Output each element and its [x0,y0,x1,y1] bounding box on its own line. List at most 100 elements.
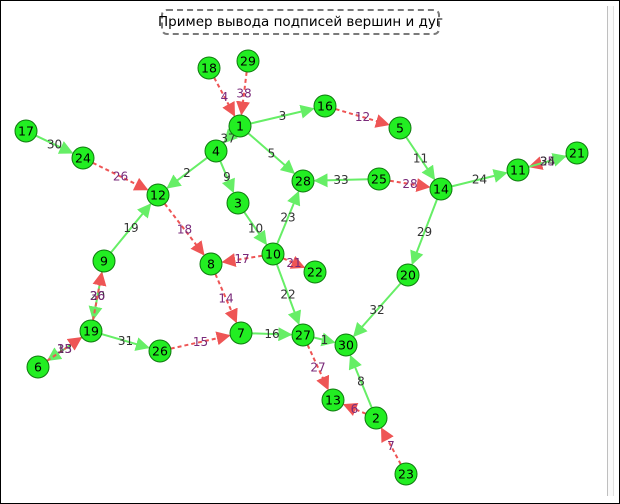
node-circle[interactable] [321,388,345,412]
node-circle[interactable] [429,177,453,201]
edge-label: 20 [90,289,105,303]
node-circle[interactable] [394,462,418,486]
edge-label: 9 [223,170,231,184]
graph-node-22[interactable]: 22 [303,260,327,284]
edge-2-30 [348,354,373,409]
graph-node-16[interactable]: 16 [313,94,337,118]
edge-label: 6 [351,402,359,416]
node-label: 18 [201,61,217,76]
graph-node-3[interactable]: 3 [226,191,250,215]
edge-label: 14 [218,292,233,306]
edge-label: 10 [248,222,263,236]
node-circle[interactable] [367,167,391,191]
node-circle[interactable] [79,319,103,343]
graph-node-14[interactable]: 14 [429,177,453,201]
edge-25-28 [313,173,369,188]
node-circle[interactable] [26,355,50,379]
graph-node-23[interactable]: 23 [394,462,418,486]
graph-node-5[interactable]: 5 [388,116,412,140]
node-circle[interactable] [226,191,250,215]
graph-node-4[interactable]: 4 [204,139,228,163]
node-circle[interactable] [148,339,172,363]
node-circle[interactable] [236,49,260,73]
edge-11-21 [528,153,567,168]
graph-node-30[interactable]: 30 [334,333,358,357]
graph-node-26[interactable]: 26 [148,339,172,363]
node-circle[interactable] [364,406,388,430]
graph-node-7[interactable]: 7 [229,321,253,345]
graph-node-17[interactable]: 17 [14,119,38,143]
edge-label: 25 [540,155,555,169]
node-circle[interactable] [261,242,285,266]
graph-node-28[interactable]: 28 [291,169,315,193]
edge-label: 26 [113,170,128,184]
node-circle[interactable] [92,249,116,273]
edge-label: 19 [123,221,138,235]
node-label: 12 [150,188,166,203]
vertical-scrollbar[interactable] [607,6,614,496]
edge-1-28 [247,132,296,175]
graph-node-20[interactable]: 20 [396,263,420,287]
graph-node-24[interactable]: 24 [71,146,95,170]
graph-node-21[interactable]: 21 [565,141,589,165]
edge-label: 35 [57,342,72,356]
graph-node-18[interactable]: 18 [197,56,221,80]
edge-3-10 [243,211,268,246]
edge-label: 27 [310,361,325,375]
node-label: 3 [234,196,242,211]
edge-label: 28 [402,177,417,191]
node-label: 7 [237,326,245,341]
graph-node-12[interactable]: 12 [146,183,170,207]
node-circle[interactable] [14,119,38,143]
node-circle[interactable] [197,56,221,80]
node-circle[interactable] [565,141,589,165]
node-label: 13 [325,393,341,408]
graph-node-9[interactable]: 9 [92,249,116,273]
node-circle[interactable] [313,94,337,118]
edge-1-4 [223,128,239,144]
edge-labels-layer: 2345678910111213141517181920212223242526… [47,87,555,454]
node-circle[interactable] [506,158,530,182]
graph-node-13[interactable]: 13 [321,388,345,412]
edge-12-8 [163,203,205,256]
node-circle[interactable] [228,114,252,138]
node-circle[interactable] [291,169,315,193]
node-label: 28 [295,174,311,189]
node-circle[interactable] [396,263,420,287]
graph-node-29[interactable]: 29 [236,49,260,73]
graph-node-10[interactable]: 10 [261,242,285,266]
edge-10-27 [275,263,302,326]
graph-node-2[interactable]: 2 [364,406,388,430]
node-label: 21 [569,146,585,161]
edge-label: 16 [264,327,279,341]
node-circle[interactable] [71,146,95,170]
node-circle[interactable] [291,323,315,347]
node-circle[interactable] [204,139,228,163]
edge-label: 11 [413,152,428,166]
diagram-title: Пример вывода подписей вершин и дуг [158,9,443,35]
edge-7-27 [251,327,293,342]
graph-node-1[interactable]: 1 [228,114,252,138]
edge-29-1 [236,71,250,116]
node-circle[interactable] [146,183,170,207]
node-label: 17 [18,124,34,139]
node-circle[interactable] [199,252,223,276]
edge-label: 37 [220,132,235,146]
graph-node-6[interactable]: 6 [26,355,50,379]
edge-27-13 [306,344,330,391]
edge-label: 8 [357,375,365,389]
edge-label: 30 [47,138,62,152]
node-circle[interactable] [303,260,327,284]
graph-node-27[interactable]: 27 [291,323,315,347]
edge-label: 24 [472,173,487,187]
graph-node-25[interactable]: 25 [367,167,391,191]
graph-node-8[interactable]: 8 [199,252,223,276]
node-circle[interactable] [388,116,412,140]
node-label: 19 [83,324,99,339]
graph-node-19[interactable]: 19 [79,319,103,343]
node-circle[interactable] [229,321,253,345]
edge-14-20 [410,198,438,266]
graph-node-11[interactable]: 11 [506,158,530,182]
node-circle[interactable] [334,333,358,357]
node-label: 1 [236,119,244,134]
